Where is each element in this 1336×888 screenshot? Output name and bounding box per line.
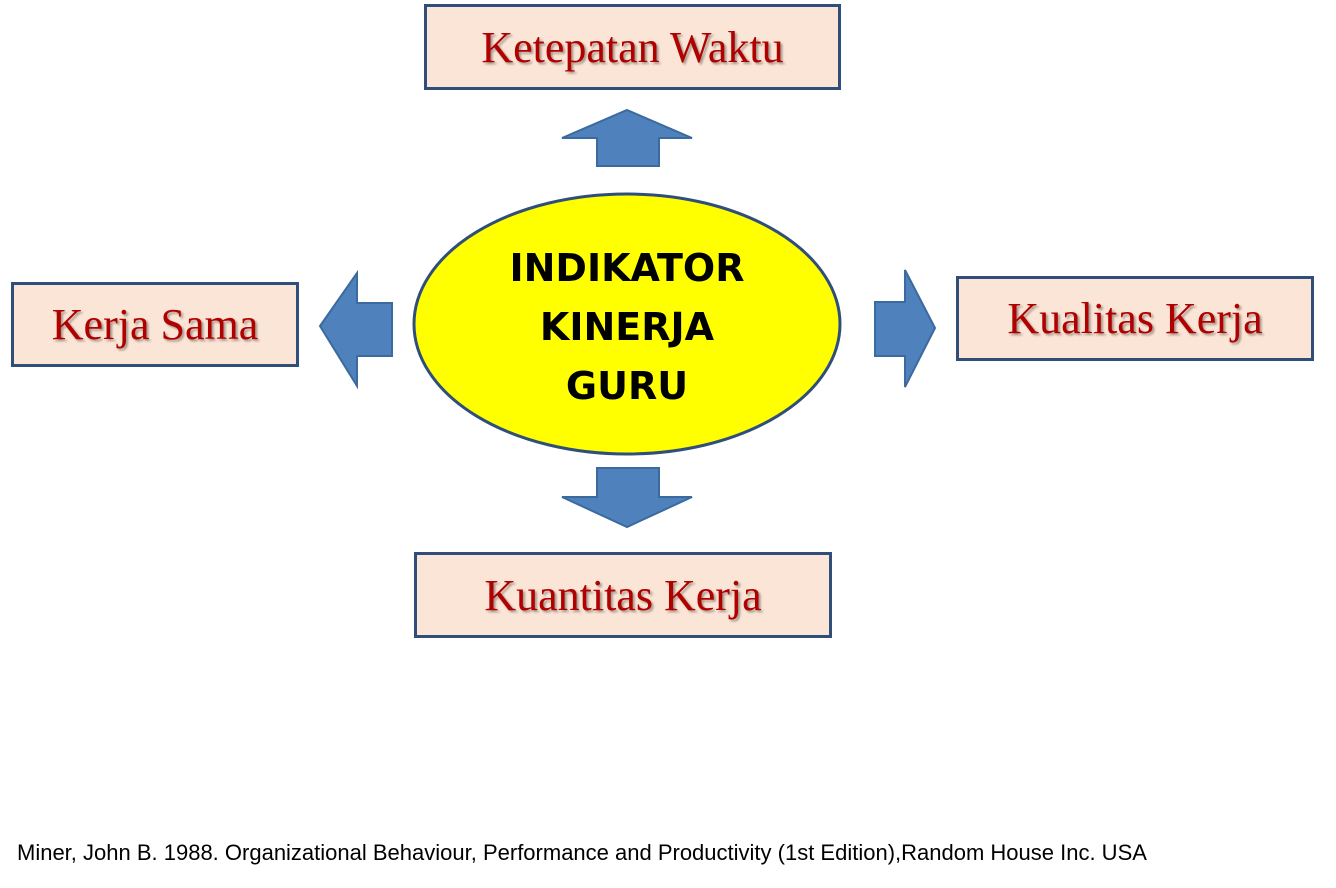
- indicator-box-bottom: Kuantitas Kerja: [414, 552, 832, 638]
- center-label-line-1: INDIKATOR: [509, 246, 744, 290]
- indicator-label-right: Kualitas Kerja: [1007, 294, 1263, 343]
- indicator-label-bottom: Kuantitas Kerja: [484, 570, 762, 620]
- arrow-up-icon: [561, 108, 693, 167]
- arrow-down-icon: [561, 467, 693, 529]
- center-ellipse: [412, 192, 842, 456]
- indicator-label-left: Kerja Sama: [51, 300, 259, 349]
- indicator-box-right: Kualitas Kerja: [956, 276, 1314, 361]
- indicator-label-top: Ketepatan Waktu: [481, 22, 784, 72]
- indicator-box-top: Ketepatan Waktu: [424, 4, 841, 90]
- center-label-line-3: GURU: [566, 364, 688, 408]
- citation-text: Miner, John B. 1988. Organizational Beha…: [17, 840, 1147, 865]
- arrow-left-icon: [318, 269, 393, 390]
- arrow-right-icon: [874, 269, 937, 388]
- center-label-line-2: KINERJA: [540, 305, 715, 349]
- indicator-box-left: Kerja Sama: [11, 282, 299, 367]
